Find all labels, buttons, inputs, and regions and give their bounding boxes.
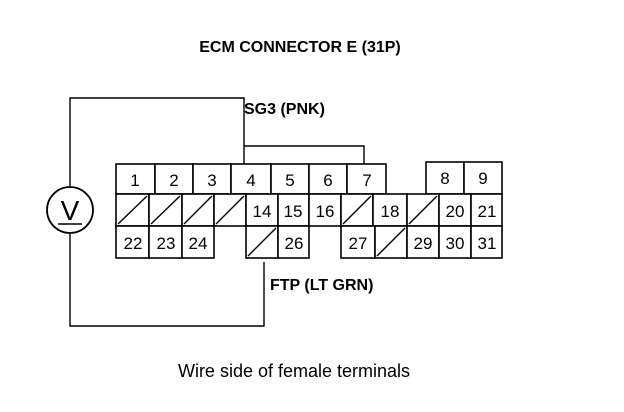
row-top: 1 2 3 4 5 6 7 8 9: [115, 161, 503, 195]
pin-label-5: 5: [285, 171, 294, 190]
blank-slash: [376, 227, 406, 257]
pin-label-1: 1: [130, 171, 139, 190]
pin-cell-21: [470, 193, 503, 227]
pin-label-23: 23: [157, 234, 176, 253]
pin-cell-8: [425, 161, 465, 195]
pin-cell-29: [406, 225, 440, 259]
pin-label-29: 29: [414, 234, 433, 253]
pin-label-2: 2: [169, 171, 178, 190]
pin-cell-14: [245, 193, 279, 227]
wire-label-sg3: SG3 (PNK): [244, 101, 325, 118]
diagram-title: ECM CONNECTOR E (31P): [199, 39, 401, 56]
pin-label-8: 8: [440, 169, 449, 188]
row-middle: 14 15 16 18 20 21: [115, 193, 503, 227]
blank-slash: [342, 195, 372, 225]
sg3-bracket: [243, 145, 365, 164]
blank-slash: [215, 195, 245, 225]
pin-label-26: 26: [285, 234, 304, 253]
pin-cell-31: [470, 225, 503, 259]
pin-label-6: 6: [323, 171, 332, 190]
pin-cell-5: [270, 163, 310, 195]
diagram-caption: Wire side of female terminals: [178, 361, 410, 381]
voltmeter-icon: [46, 186, 94, 234]
voltmeter-symbol: V: [61, 195, 80, 226]
pin-label-18: 18: [381, 202, 400, 221]
pin-label-20: 20: [446, 202, 465, 221]
pin-label-31: 31: [478, 234, 497, 253]
row-bottom: 22 23 24 26 27 29 30 31: [115, 225, 503, 259]
pin-cell-7: [346, 163, 387, 195]
pin-label-9: 9: [478, 169, 487, 188]
blank-slash: [408, 195, 438, 225]
pin-label-24: 24: [189, 234, 208, 253]
pin-label-30: 30: [446, 234, 465, 253]
pin-cell-26: [277, 225, 310, 259]
blank-slash: [183, 195, 213, 225]
pin-cell-30: [438, 225, 472, 259]
pin-label-3: 3: [207, 171, 216, 190]
pin-label-7: 7: [362, 171, 371, 190]
pin-label-21: 21: [478, 202, 497, 221]
pin-label-15: 15: [284, 202, 303, 221]
meter-wire-bottom: [69, 234, 265, 327]
pin-label-4: 4: [246, 171, 255, 190]
blank-slash: [247, 227, 277, 257]
wire-label-ftp: FTP (LT GRN): [270, 277, 373, 294]
pin-label-27: 27: [349, 234, 368, 253]
pin-cell-24: [181, 225, 215, 259]
pin-cell-27: [340, 225, 376, 259]
pin-label-22: 22: [124, 234, 143, 253]
blank-slash: [150, 195, 181, 225]
meter-wire-top: [69, 97, 245, 186]
pin-cell-6: [308, 163, 348, 195]
pin-label-14: 14: [253, 202, 272, 221]
pin-label-16: 16: [316, 202, 335, 221]
blank-slash: [117, 195, 148, 225]
